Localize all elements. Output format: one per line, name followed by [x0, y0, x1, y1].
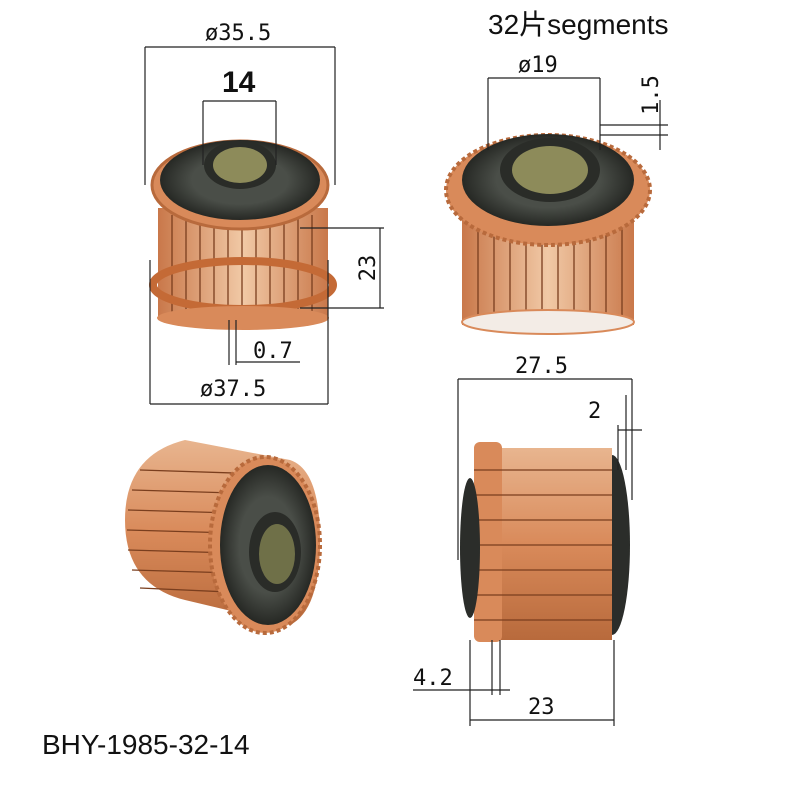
bore-core: [213, 147, 267, 183]
bore-core: [259, 524, 295, 584]
commutator-body: [500, 448, 612, 640]
bottom-edge: [157, 306, 329, 330]
dim-hook-length: 4.2: [413, 666, 453, 691]
bottom-edge: [461, 309, 635, 335]
dim-bore: 14: [222, 66, 256, 99]
dim-side-length: 23: [528, 695, 555, 720]
model-number: BHY-1985-32-14: [42, 729, 250, 760]
view-bottom-left: [125, 440, 322, 635]
dim-gap: 0.7: [253, 339, 293, 364]
dim-side-width: 27.5: [515, 354, 568, 379]
view-bottom-right: 27.5 2 4.2 23: [413, 354, 642, 726]
dim-height-left: 23: [356, 255, 381, 282]
view-top-right: ø19 1.5 32片segments: [444, 9, 669, 335]
segments-heading: 32片segments: [488, 9, 669, 40]
bore-core: [512, 146, 588, 194]
insulator-left: [460, 478, 480, 618]
dim-side-step: 2: [588, 399, 601, 424]
dim-bottom-diameter: ø37.5: [200, 377, 266, 402]
dim-ring-thickness: 1.5: [639, 75, 664, 115]
segment-lines: [474, 469, 612, 621]
view-top-left: ø35.5 14 23 0.7 ø37.5: [144, 21, 384, 405]
dim-top-diameter: ø35.5: [205, 21, 271, 46]
hook-band: [474, 442, 502, 642]
dim-inner-diameter: ø19: [518, 53, 558, 78]
